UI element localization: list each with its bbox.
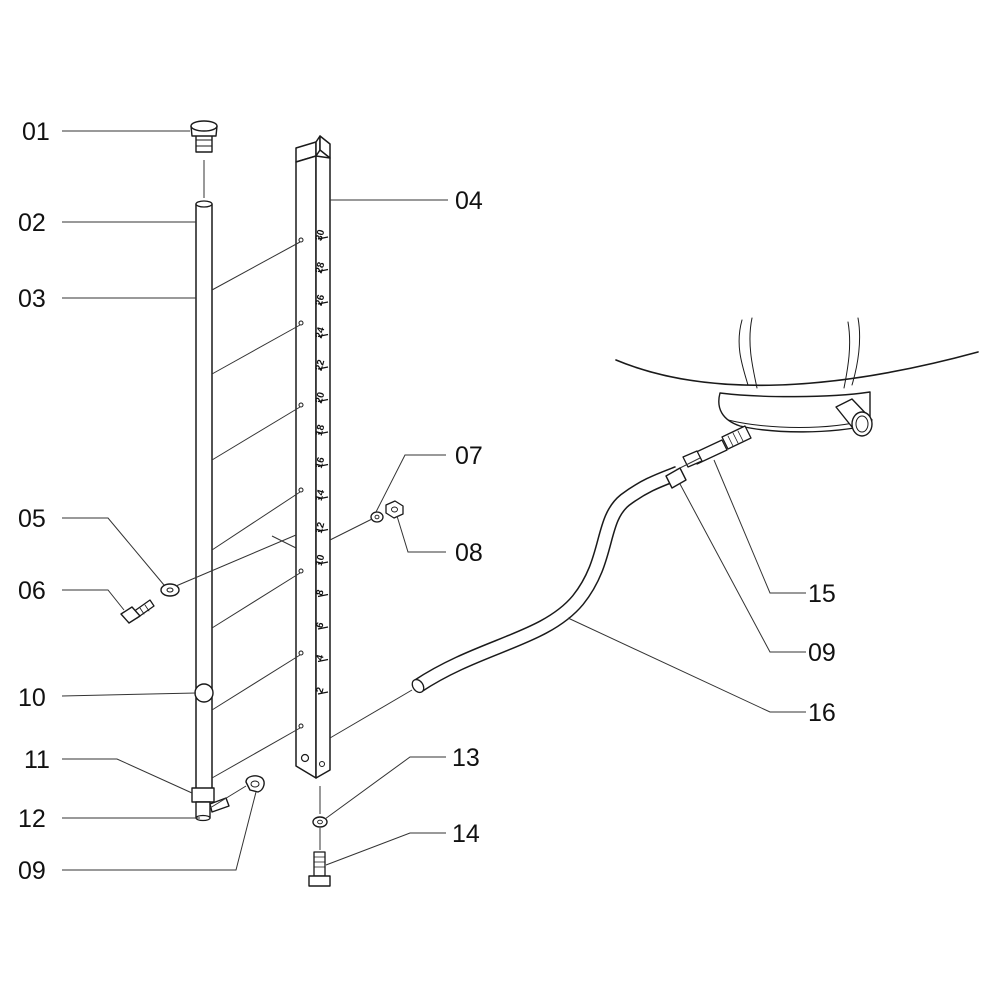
label-04: 04 [455, 187, 483, 215]
scale-mark: 2 [315, 686, 327, 695]
scale-tick [317, 561, 329, 565]
threaded-fitting [682, 425, 752, 468]
scale-mark: 4 [315, 653, 327, 662]
scale-tick [317, 496, 329, 500]
label-12: 12 [18, 805, 46, 833]
tank-drain-plug [835, 398, 873, 437]
scale-mark: 16 [314, 456, 328, 470]
scale-mark: 28 [314, 261, 328, 275]
scale-mark: 30 [314, 228, 328, 242]
label-02: 02 [18, 209, 46, 237]
float-ball [194, 683, 214, 703]
hose-clamp-lower [245, 775, 265, 793]
scale-tick [317, 593, 329, 598]
callout-leaders [61, 130, 806, 871]
lock-washer [370, 511, 384, 523]
label-03: 03 [18, 285, 46, 313]
label-07: 07 [455, 442, 483, 470]
scale-tick [317, 333, 329, 338]
label-06: 06 [18, 577, 46, 605]
scale-mark: 26 [314, 293, 328, 307]
scale-tick [317, 658, 329, 663]
scale-mark: 20 [314, 391, 328, 405]
scale-marks: 30 28 26 24 22 20 18 16 14 12 10 8 6 4 2 [314, 228, 329, 695]
bolt [120, 599, 155, 624]
scale-mark: 22 [314, 358, 328, 372]
scale-tick [317, 301, 329, 305]
scale-holes [298, 237, 304, 729]
tube-cap [190, 120, 218, 153]
scale-mark: 24 [314, 326, 328, 340]
scale-mark: 18 [314, 423, 328, 437]
bottom-bolt [308, 851, 331, 887]
label-16: 16 [808, 699, 836, 727]
scale-mark: 6 [315, 621, 327, 630]
part-labels: 01 02 03 04 05 06 07 08 10 11 12 09 13 1… [18, 118, 836, 885]
label-14: 14 [452, 820, 480, 848]
label-08: 08 [455, 539, 483, 567]
tank-outlet-collar [718, 391, 871, 433]
label-10: 10 [18, 684, 46, 712]
scale-mark: 8 [315, 588, 327, 597]
scale-tick [317, 366, 329, 370]
scale-tick [317, 268, 329, 273]
scale-tick [317, 626, 329, 630]
sight-tube [195, 200, 213, 801]
scale-channel [295, 135, 331, 779]
label-01: 01 [22, 118, 50, 146]
label-11: 11 [24, 746, 50, 774]
hose [411, 466, 681, 694]
scale-tick [317, 236, 329, 240]
scale-mark: 10 [314, 553, 328, 567]
scale-tick [317, 398, 329, 403]
assembly-lines [175, 160, 701, 850]
label-13: 13 [452, 744, 480, 772]
scale-mark: 12 [314, 521, 328, 535]
elbow-fitting [191, 787, 230, 822]
hex-nut [385, 500, 404, 519]
scale-tick [317, 431, 329, 435]
label-09-lower: 09 [18, 857, 46, 885]
label-15: 15 [808, 580, 836, 608]
tank [615, 317, 979, 389]
washer [160, 583, 180, 597]
scale-tick [317, 528, 329, 533]
bottom-washer [312, 816, 328, 828]
label-09-upper: 09 [808, 639, 836, 667]
scale-tick [317, 691, 329, 695]
hose-clamp-upper [665, 467, 687, 489]
scale-mark: 14 [314, 488, 328, 502]
label-05: 05 [18, 505, 46, 533]
scale-tick [317, 463, 329, 468]
